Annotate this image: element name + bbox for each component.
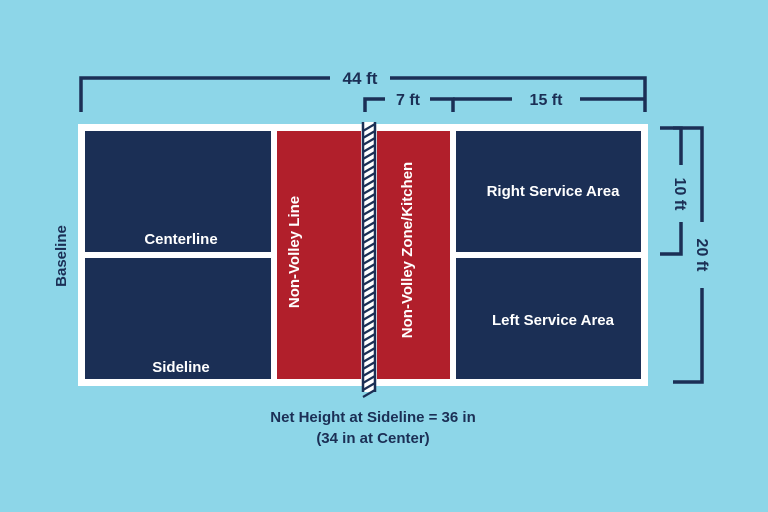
net-hatch-stroke xyxy=(362,172,376,181)
net-hatch-stroke xyxy=(362,249,376,258)
non-volley-line-label: Non-Volley Line xyxy=(286,196,303,308)
net-hatch-stroke xyxy=(362,270,376,279)
net-hatch-stroke xyxy=(362,333,376,342)
net-hatch-stroke xyxy=(362,151,376,160)
net-hatch-stroke xyxy=(362,165,376,174)
net-hatch-stroke xyxy=(362,382,376,391)
dimension-44ft-label: 44 ft xyxy=(343,69,378,88)
kitchen-label: Non-Volley Zone/Kitchen xyxy=(399,162,416,338)
service-box-left-top xyxy=(85,131,271,252)
net-hatch-stroke xyxy=(362,123,376,132)
net-hatch-stroke xyxy=(362,214,376,223)
dimension-7ft-label: 7 ft xyxy=(396,92,421,109)
net-hatch-stroke xyxy=(362,284,376,293)
net-hatch-stroke xyxy=(362,228,376,237)
net-hatch-stroke xyxy=(362,291,376,300)
net-hatch-stroke xyxy=(362,298,376,307)
net xyxy=(361,122,377,398)
net-hatch-stroke xyxy=(362,361,376,370)
net-hatch-stroke xyxy=(362,221,376,230)
net-hatch-stroke xyxy=(362,368,376,377)
net-hatch-stroke xyxy=(362,193,376,202)
net-hatch-stroke xyxy=(362,305,376,314)
net-hatch-stroke xyxy=(362,354,376,363)
net-height-subcaption: (34 in at Center) xyxy=(316,430,429,447)
service-box-right-top xyxy=(456,131,641,252)
net-hatch-stroke xyxy=(362,347,376,356)
net-hatch-stroke xyxy=(362,200,376,209)
net-hatch-stroke xyxy=(362,179,376,188)
net-hatch-stroke xyxy=(362,319,376,328)
baseline-label: Baseline xyxy=(53,225,70,287)
net-hatch-stroke xyxy=(362,312,376,321)
centerline-label: Centerline xyxy=(144,231,217,248)
net-hatch-stroke xyxy=(362,144,376,153)
dimension-service-width: 10 ft xyxy=(660,126,688,256)
right-service-area-label: Right Service Area xyxy=(487,183,620,200)
net-hatch-stroke xyxy=(362,137,376,146)
net-height-caption: Net Height at Sideline = 36 in xyxy=(270,409,475,426)
dimension-service-length: 15 ft xyxy=(453,92,645,109)
net-hatch-stroke xyxy=(362,235,376,244)
kitchen-zone-right xyxy=(377,131,450,379)
net-hatch-stroke xyxy=(362,158,376,167)
left-service-area-label: Left Service Area xyxy=(492,312,615,329)
dimension-10ft-label: 10 ft xyxy=(671,178,688,212)
service-box-right-bottom xyxy=(456,258,641,379)
net-hatch-stroke xyxy=(362,207,376,216)
net-hatch-stroke xyxy=(362,326,376,335)
net-hatch-stroke xyxy=(362,375,376,384)
service-box-left-bottom xyxy=(85,258,271,379)
sideline-label: Sideline xyxy=(152,359,210,376)
net-hatch-stroke xyxy=(362,256,376,265)
net-hatch-stroke xyxy=(362,186,376,195)
kitchen-zone-left xyxy=(277,131,361,379)
net-hatch-stroke xyxy=(362,263,376,272)
dimension-kitchen-length: 7 ft xyxy=(363,92,455,112)
dimension-20ft-label: 20 ft xyxy=(693,239,710,273)
net-hatch-stroke xyxy=(362,389,376,398)
dimension-15ft-label: 15 ft xyxy=(530,92,564,109)
net-hatch-stroke xyxy=(362,340,376,349)
net-hatch-stroke xyxy=(362,130,376,139)
dimension-total-width: 20 ft xyxy=(673,126,710,384)
net-hatch-stroke xyxy=(362,242,376,251)
net-hatch-stroke xyxy=(362,277,376,286)
